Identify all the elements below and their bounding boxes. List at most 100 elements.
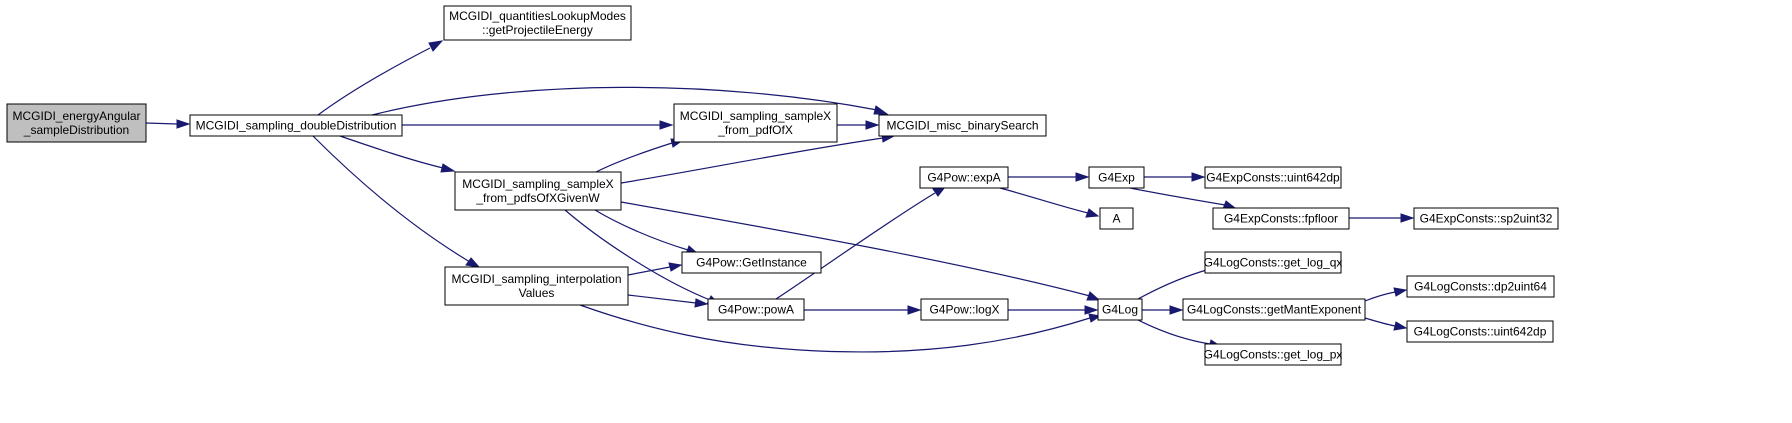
arrowhead: [1086, 291, 1101, 301]
edge-line: [339, 135, 444, 169]
node-box: [707, 298, 805, 321]
edge-fpfloor-to-sp2uint32: [1349, 213, 1415, 223]
edge-g4log-to-getMantExponent: [1142, 305, 1184, 315]
edge-line: [999, 187, 1089, 214]
node-sp2uint32[interactable]: G4ExpConsts::sp2uint32: [1413, 207, 1559, 230]
arrowhead: [1088, 313, 1102, 323]
node-g4log[interactable]: G4Log: [1097, 298, 1143, 321]
node-label: _from_pdfsOfXGivenW: [475, 191, 600, 205]
node-box: [1212, 207, 1350, 230]
arrowhead: [1075, 172, 1090, 182]
edge-line: [371, 86, 878, 116]
edge-sampleX_pdfsOfX-to-getInstance: [594, 209, 700, 255]
node-binarySearch[interactable]: MCGIDI_misc_binarySearch: [878, 114, 1047, 137]
node-label: G4LogConsts::get_log_qx: [1204, 256, 1343, 270]
node-box: [1204, 251, 1342, 274]
arrowhead: [1085, 208, 1100, 218]
node-logUint642dp[interactable]: G4LogConsts::uint642dp: [1406, 320, 1554, 343]
node-sampleX_pdfsOfX[interactable]: MCGIDI_sampling_sampleX_from_pdfsOfXGive…: [454, 171, 622, 211]
edge-line: [775, 192, 936, 300]
node-fpfloor[interactable]: G4ExpConsts::fpfloor: [1212, 207, 1350, 230]
arrowhead: [865, 120, 880, 130]
node-label: G4LogConsts::get_log_px: [1204, 348, 1343, 362]
edge-line: [627, 294, 697, 304]
node-label: G4LogConsts::uint642dp: [1414, 325, 1547, 339]
node-box: [454, 171, 622, 211]
node-box: [6, 103, 147, 143]
edge-logX-to-g4log: [1008, 305, 1099, 315]
node-expA[interactable]: G4Pow::expA: [919, 166, 1009, 189]
arrowhead: [428, 40, 444, 52]
node-box: [1413, 207, 1559, 230]
node-label: G4ExpConsts::uint642dp: [1206, 171, 1340, 185]
node-box: [444, 266, 629, 306]
node-label: G4Pow::expA: [927, 171, 1000, 185]
arrowhead: [873, 105, 889, 115]
node-dp2uint64[interactable]: G4LogConsts::dp2uint64: [1406, 275, 1555, 298]
edge-interpolation-to-g4log: [579, 304, 1102, 353]
node-label: G4LogConsts::dp2uint64: [1414, 280, 1547, 294]
node-label: G4Exp: [1098, 171, 1135, 185]
node-label: MCGIDI_sampling_interpolation: [451, 272, 621, 286]
node-box: [443, 5, 632, 41]
node-label: MCGIDI_misc_binarySearch: [886, 119, 1038, 133]
node-getMantExponent[interactable]: G4LogConsts::getMantExponent: [1182, 298, 1366, 321]
edge-powA-to-expA: [775, 186, 947, 300]
edge-sampleX_pdfOfX-to-binarySearch: [837, 120, 880, 130]
edge-line: [594, 209, 689, 251]
edge-doubleDistribution-to-sampleX_pdfsOfX: [339, 135, 456, 173]
node-powA[interactable]: G4Pow::powA: [707, 298, 805, 321]
node-box: [681, 251, 822, 274]
edge-expA-to-g4exp: [1008, 172, 1090, 182]
node-getLogPx[interactable]: G4LogConsts::get_log_px: [1204, 343, 1343, 366]
edge-root-to-doubleDistribution: [145, 119, 191, 129]
node-label: MCGIDI_sampling_sampleX: [680, 109, 831, 123]
node-box: [1182, 298, 1366, 321]
edge-line: [1129, 187, 1226, 206]
arrowhead: [465, 257, 481, 268]
node-A[interactable]: A: [1099, 207, 1134, 230]
node-quantitiesLookup[interactable]: MCGIDI_quantitiesLookupModes::getProject…: [443, 5, 632, 41]
node-label: Values: [519, 286, 555, 300]
node-label: G4ExpConsts::sp2uint32: [1420, 212, 1553, 226]
node-g4exp[interactable]: G4Exp: [1088, 166, 1145, 189]
arrowhead: [1191, 172, 1206, 182]
edge-line: [1137, 268, 1211, 300]
node-getInstance[interactable]: G4Pow::GetInstance: [681, 251, 822, 274]
node-label: G4Pow::powA: [718, 303, 794, 317]
node-getLogQx[interactable]: G4LogConsts::get_log_qx: [1204, 251, 1343, 274]
arrowhead: [668, 262, 683, 272]
node-root[interactable]: MCGIDI_energyAngular_sampleDistribution: [6, 103, 147, 143]
node-label: ::getProjectileEnergy: [482, 23, 593, 37]
node-label: G4Pow::logX: [929, 303, 999, 317]
node-box: [919, 166, 1009, 189]
node-label: G4Pow::GetInstance: [696, 256, 807, 270]
node-label: MCGIDI_sampling_doubleDistribution: [196, 119, 397, 133]
edge-line: [1364, 291, 1396, 302]
arrowhead: [1393, 321, 1408, 331]
edge-getMantExponent-to-dp2uint64: [1364, 287, 1408, 302]
edge-line: [1137, 319, 1211, 345]
node-sampleX_pdfOfX[interactable]: MCGIDI_sampling_sampleX_from_pdfOfX: [673, 103, 838, 143]
node-label: A: [1112, 212, 1120, 226]
edge-line: [564, 209, 711, 301]
node-box: [1204, 343, 1342, 366]
node-label: G4Log: [1102, 303, 1138, 317]
edge-powA-to-logX: [804, 305, 922, 315]
arrowhead: [1169, 305, 1184, 315]
node-logX[interactable]: G4Pow::logX: [920, 298, 1009, 321]
edge-doubleDistribution-to-binarySearch: [371, 86, 889, 116]
node-box: [1406, 275, 1555, 298]
node-box: [189, 114, 403, 137]
node-expUint642dp[interactable]: G4ExpConsts::uint642dp: [1204, 166, 1342, 189]
edge-line: [145, 122, 178, 125]
node-doubleDistribution[interactable]: MCGIDI_sampling_doubleDistribution: [189, 114, 403, 137]
node-label: MCGIDI_energyAngular: [12, 109, 140, 123]
node-box: [1406, 320, 1554, 343]
arrowhead: [176, 119, 191, 129]
edge-expA-to-A: [999, 187, 1100, 218]
node-label: MCGIDI_sampling_sampleX: [462, 177, 613, 191]
node-label: MCGIDI_quantitiesLookupModes: [449, 9, 626, 23]
edge-interpolation-to-powA: [627, 294, 709, 308]
